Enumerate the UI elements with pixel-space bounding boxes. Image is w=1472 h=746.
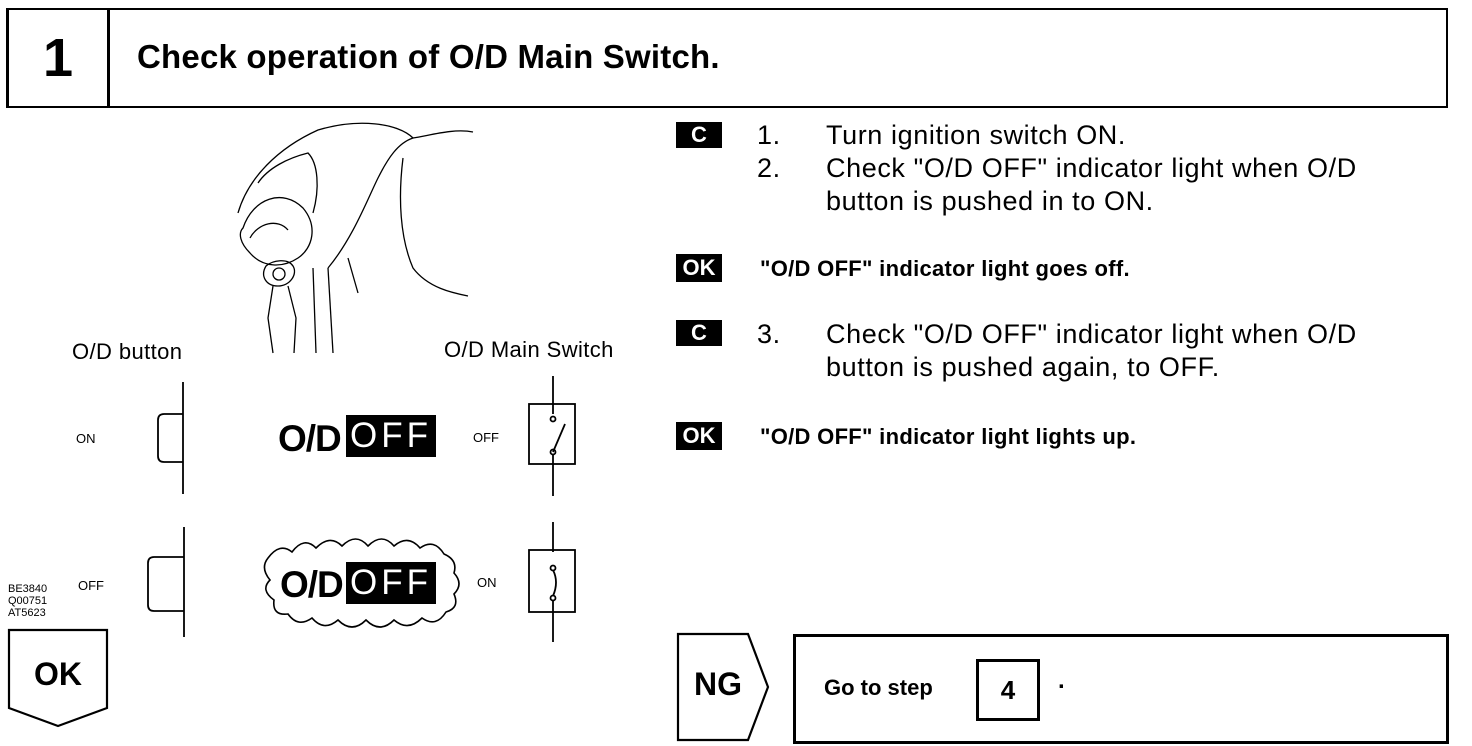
step-num-1: 1. [757,120,781,150]
figure-code: Q00751 [8,595,48,607]
step-num-3: 3. [757,319,781,349]
step-text-2-line-2: button is pushed in to ON. [826,186,1154,216]
step-text-2-line-1: Check "O/D OFF" indicator light when O/D [826,153,1357,183]
ok-badge-1: OK [676,254,722,282]
figure-codes: BE3840 Q00751 AT5623 [8,583,47,619]
ok-result-label: OK [34,656,82,692]
ng-result-label: NG [694,666,742,702]
od-button-label: O/D button [72,339,183,364]
od-indicator-label-2: O/D [280,564,344,605]
switch-open-diagram [528,376,576,496]
step-number: 1 [42,28,74,88]
check-badge-1: C [676,122,722,148]
off-indicator-lit-1: OFF [346,415,436,457]
check-badge-3: C [676,320,722,346]
button-released-diagram [147,527,185,637]
ok-text-1: "O/D OFF" indicator light goes off. [760,256,1130,281]
switch-state-off: OFF [473,430,499,445]
od-main-switch-label: O/D Main Switch [444,337,614,362]
button-pushed-in-diagram [157,382,184,494]
od-indicator-label-1: O/D [278,418,342,459]
step-title: Check operation of O/D Main Switch. [137,38,720,75]
off-indicator-lit-2: OFF [346,562,436,604]
switch-closed-diagram [528,522,576,642]
ng-result-arrow [676,632,770,742]
go-to-step-link[interactable]: 4 [976,659,1040,721]
step-text-3-line-1: Check "O/D OFF" indicator light when O/D [826,319,1357,349]
steering-column-illustration [237,122,474,354]
step-number-box: 1 [9,10,110,106]
go-to-step-box: Go to step 4 . [793,634,1449,744]
ok-badge-2: OK [676,422,722,450]
step-header: 1 Check operation of O/D Main Switch. [6,8,1448,108]
step-text-1: Turn ignition switch ON. [826,120,1126,150]
ok-text-2: "O/D OFF" indicator light lights up. [760,424,1137,449]
indicator-glow-burst [263,538,460,628]
button-state-off: OFF [78,578,104,593]
go-to-step-text: Go to step [824,675,933,700]
ok-result-arrow [7,628,109,728]
figure-code: BE3840 [8,583,48,595]
button-state-on: ON [76,431,96,446]
step-text-3-line-2: button is pushed again, to OFF. [826,352,1220,382]
go-to-step-suffix: . [1058,667,1065,694]
switch-state-on: ON [477,575,497,590]
figure-code: AT5623 [8,607,46,619]
step-num-2: 2. [757,153,781,183]
